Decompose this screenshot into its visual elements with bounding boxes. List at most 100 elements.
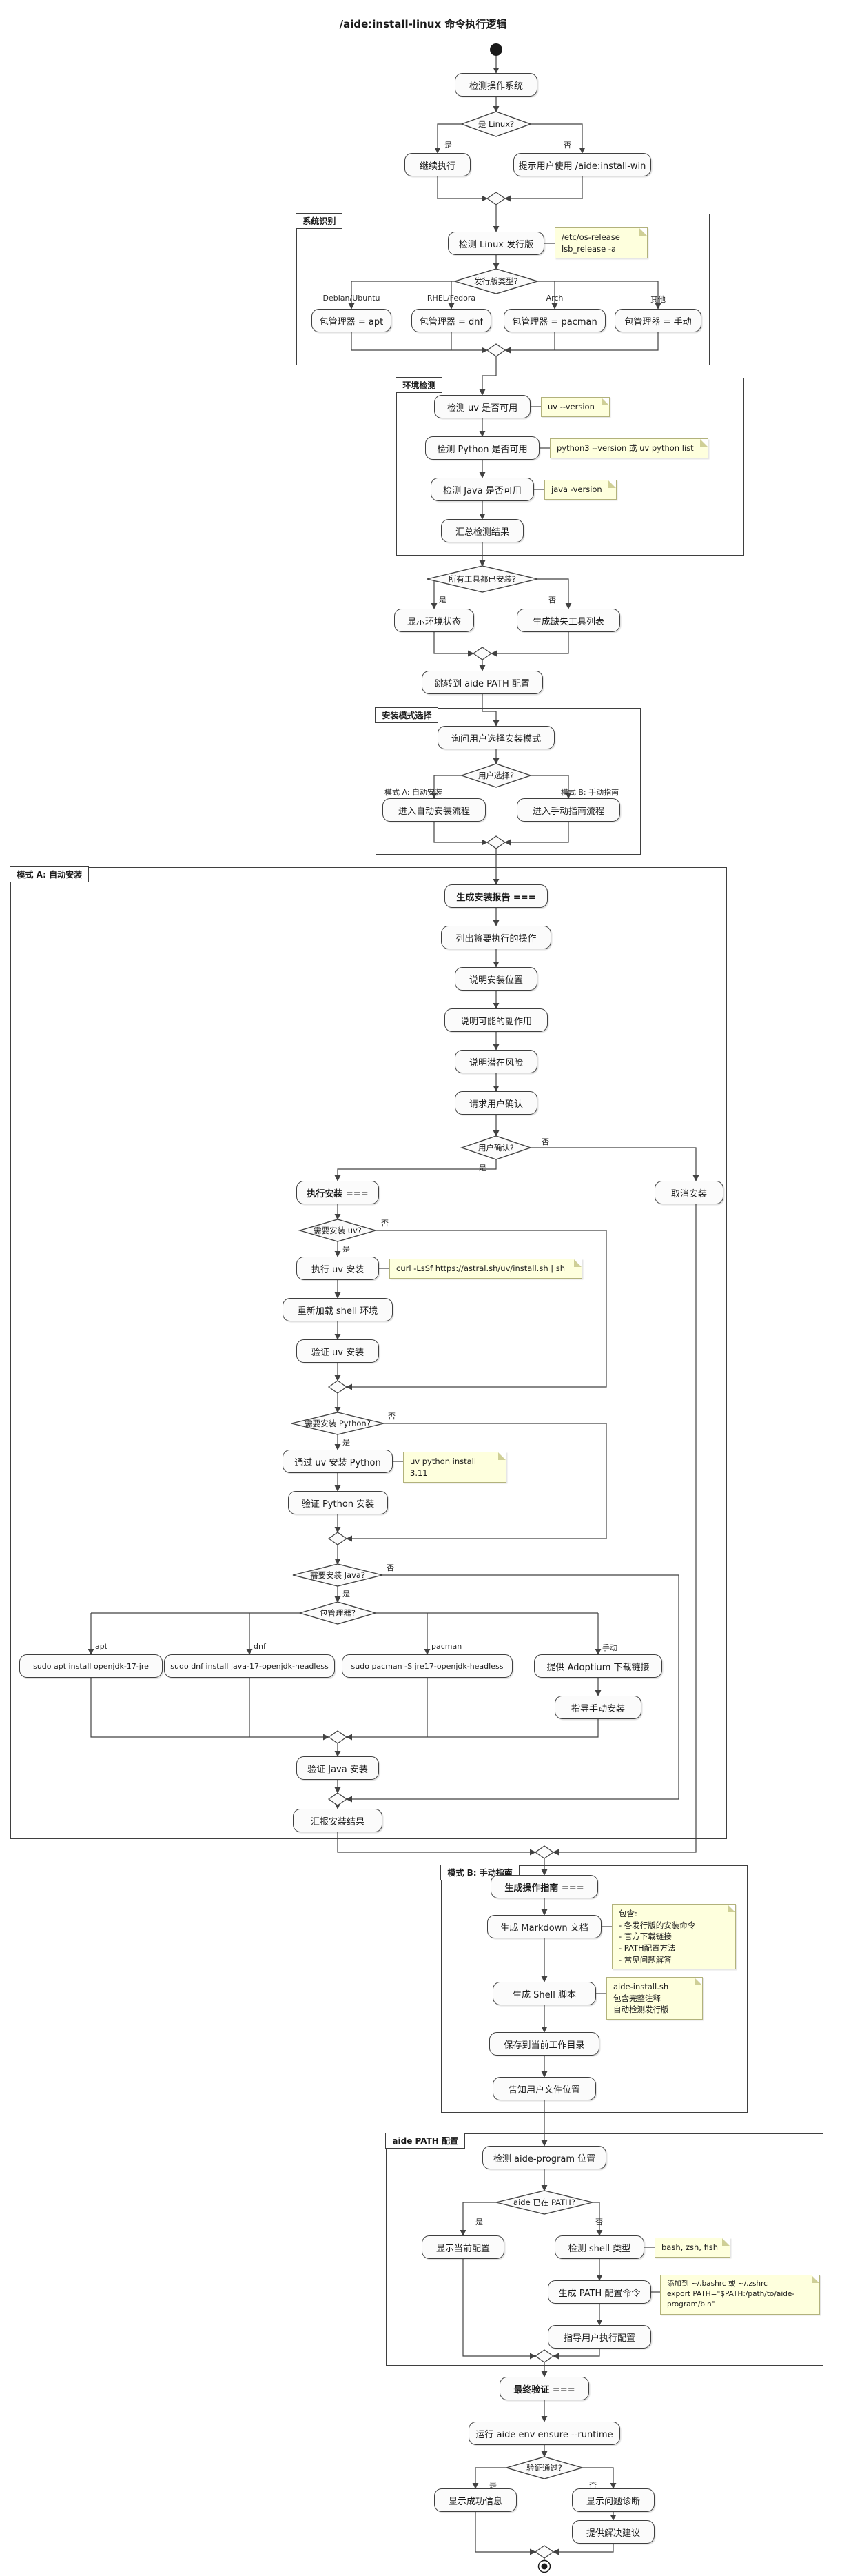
- node-goto-path: 跳转到 aide PATH 配置: [422, 671, 543, 694]
- edge-label-no: 否: [388, 1412, 396, 1421]
- note-curl-uv: curl -LsSf https://astral.sh/uv/install.…: [389, 1259, 582, 1279]
- condition-is-linux: 是 Linux?: [478, 119, 515, 129]
- partition-label: 系统识别: [296, 213, 343, 230]
- node-guide-cfg: 指导用户执行配置: [548, 2325, 651, 2349]
- condition-pm: 包管理器?: [319, 1608, 356, 1618]
- note-os-release: /etc/os-release lsb_release -a: [555, 227, 648, 259]
- merge-diamond: [327, 1792, 348, 1806]
- node-explain-loc: 说明安装位置: [455, 967, 537, 991]
- note-path-export: 添加到 ~/.bashrc 或 ~/.zshrc export PATH="$P…: [660, 2275, 820, 2315]
- merge-diamond: [486, 343, 506, 357]
- note-java-version: java -version: [544, 480, 617, 500]
- node-exec-install: 执行安装 ===: [296, 1181, 379, 1204]
- node-install-python: 通过 uv 安装 Python: [283, 1450, 393, 1473]
- edge-label-yes: 是: [439, 596, 446, 605]
- merge-diamond: [534, 2349, 555, 2363]
- note-shell-script: aide-install.sh 包含完整注释 自动检测发行版: [606, 1977, 703, 2020]
- merge-diamond: [327, 1730, 348, 1744]
- edge-label-mode-b: 模式 B: 手动指南: [560, 788, 619, 797]
- node-check-java: 检测 Java 是否可用: [431, 478, 534, 501]
- edge-label-arch: Arch: [546, 294, 564, 303]
- edge-label-yes: 是: [489, 2481, 497, 2490]
- node-suggest: 提供解决建议: [572, 2520, 655, 2544]
- partition-label: 安装模式选择: [375, 707, 439, 724]
- node-use-win: 提示用户使用 /aide:install-win: [513, 153, 651, 176]
- edge-label-no: 否: [595, 2218, 603, 2227]
- edge-label-yes: 是: [342, 1590, 350, 1599]
- node-install-uv: 执行 uv 安装: [296, 1257, 379, 1280]
- flow-connectors: [88, 56, 699, 2560]
- node-missing-list: 生成缺失工具列表: [517, 609, 620, 632]
- partition-system-identify: 系统识别: [296, 213, 710, 365]
- node-gen-guide: 生成操作指南 ===: [491, 1875, 598, 1898]
- node-run-ensure: 运行 aide env ensure --runtime: [469, 2422, 620, 2445]
- condition-need-java: 需要安装 Java?: [309, 1570, 366, 1580]
- node-ask-mode: 询问用户选择安装模式: [438, 726, 555, 749]
- node-check-python: 检测 Python 是否可用: [425, 436, 540, 460]
- node-gen-report: 生成安装报告 ===: [444, 884, 548, 908]
- node-pm-manual: 包管理器 = 手动: [615, 309, 701, 332]
- node-req-confirm: 请求用户确认: [455, 1091, 537, 1115]
- merge-diamond: [472, 647, 493, 660]
- node-java-pacman: sudo pacman -S jre17-openjdk-headless: [342, 1654, 513, 1678]
- partition-label: 模式 A: 自动安装: [10, 866, 90, 883]
- node-show-env: 显示环境状态: [394, 609, 474, 632]
- decision-diamonds: [291, 111, 593, 2479]
- edge-label-no: 否: [542, 1137, 549, 1146]
- node-verify-java: 验证 Java 安装: [296, 1756, 379, 1780]
- partition-mode-select: 安装模式选择: [375, 707, 641, 855]
- decision-diamond: [460, 1135, 533, 1160]
- decision-diamond: [292, 1563, 383, 1587]
- merge-diamonds: [327, 192, 555, 2559]
- edge-label-manual: 手动: [602, 1643, 617, 1652]
- node-save-cwd: 保存到当前工作目录: [489, 2032, 599, 2056]
- edge-label-pacman: pacman: [431, 1642, 462, 1651]
- node-reload-shell: 重新加载 shell 环境: [283, 1298, 393, 1321]
- node-pm-pacman: 包管理器 = pacman: [504, 309, 606, 332]
- node-list-ops: 列出将要执行的操作: [441, 926, 551, 949]
- edge-label-rhel: RHEL/Fedora: [427, 294, 476, 303]
- node-show-cfg: 显示当前配置: [422, 2235, 504, 2259]
- condition-verify-ok: 验证通过?: [526, 2463, 563, 2473]
- partition-aide-path: aide PATH 配置: [385, 2133, 823, 2366]
- start-node: [490, 43, 502, 56]
- partition-label: 环境检测: [396, 377, 443, 394]
- edge-label-yes: 是: [342, 1245, 350, 1254]
- edge-label-yes: 是: [444, 141, 452, 150]
- partition-label: aide PATH 配置: [385, 2133, 465, 2149]
- merge-diamond: [486, 835, 506, 849]
- node-show-diag: 显示问题诊断: [572, 2488, 655, 2512]
- edge-label-no: 否: [381, 1219, 389, 1228]
- condition-need-uv: 需要安装 uv?: [314, 1226, 362, 1235]
- node-cancel: 取消安装: [655, 1181, 723, 1204]
- node-gen-path-cmd: 生成 PATH 配置命令: [548, 2280, 651, 2304]
- node-java-dnf: sudo dnf install java-17-openjdk-headles…: [164, 1654, 335, 1678]
- edge-label-apt: apt: [95, 1642, 108, 1651]
- partition-env-detect: 环境检测: [396, 377, 744, 556]
- edge-label-other: 其他: [650, 295, 666, 304]
- note-uv-python-install: uv python install 3.11: [403, 1452, 506, 1483]
- merge-diamond: [327, 1532, 348, 1545]
- decision-diamond: [427, 565, 538, 593]
- condition-distro-type: 发行版类型?: [474, 276, 518, 286]
- merge-diamond: [486, 192, 506, 205]
- edge-label-dnf: dnf: [254, 1642, 266, 1651]
- decision-diamond: [291, 1412, 384, 1435]
- node-final-verify: 最终验证 ===: [500, 2377, 589, 2400]
- node-enter-manual: 进入手动指南流程: [517, 798, 620, 822]
- edge-label-debian: Debian/Ubuntu: [322, 294, 380, 303]
- merge-diamond: [327, 1380, 348, 1394]
- end-node-dot: [541, 2563, 548, 2570]
- node-detect-aide: 检测 aide-program 位置: [482, 2146, 606, 2169]
- node-guide-manual: 指导手动安装: [555, 1696, 641, 1719]
- partition-mode-a: 模式 A: 自动安装: [10, 866, 727, 1839]
- node-detect-os: 检测操作系统: [455, 73, 537, 97]
- edge-label-yes: 是: [475, 2218, 483, 2227]
- node-java-apt: sudo apt install openjdk-17-jre: [19, 1654, 163, 1678]
- condition-all-installed: 所有工具都已安装?: [448, 574, 517, 584]
- node-tell-loc: 告知用户文件位置: [493, 2077, 596, 2100]
- edge-label-no: 否: [387, 1563, 394, 1572]
- merge-diamond: [534, 1845, 555, 1859]
